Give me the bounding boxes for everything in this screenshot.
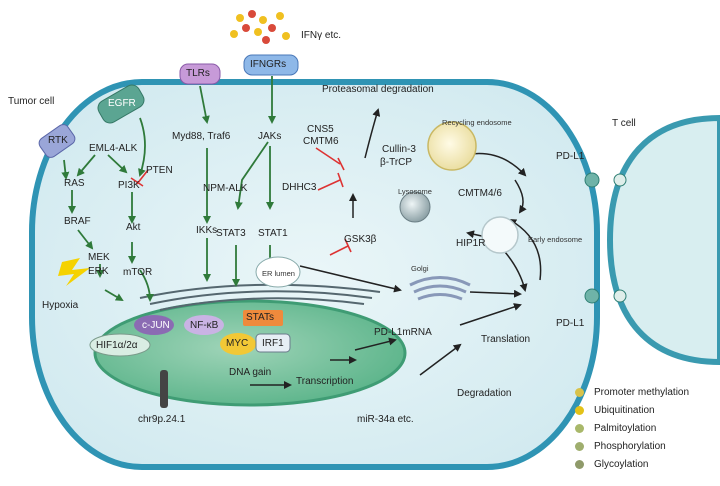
mtor-label: mTOR	[123, 267, 153, 278]
legend-label: Palmitoylation	[594, 423, 657, 434]
recycling-endosome-label: Recycling endosome	[442, 118, 512, 127]
stat3-label: STAT3	[216, 228, 246, 239]
cns5-label: CNS5	[307, 124, 334, 135]
mir-label: miR-34a etc.	[357, 414, 414, 425]
npm-alk-label: NPM-ALK	[203, 183, 248, 194]
legend-item: Palmitoylation	[575, 423, 656, 434]
hif-label: HIF1α/2α	[96, 340, 138, 351]
hypoxia-icon	[58, 258, 90, 286]
t-cell-membrane	[606, 114, 720, 366]
palmitoylation-icon	[575, 423, 584, 433]
myd88-label: Myd88, Traf6	[172, 131, 231, 142]
legend-label: Phosphorylation	[594, 441, 666, 452]
legend-label: Glycoylation	[594, 459, 649, 470]
er-membranes	[139, 283, 381, 311]
hypoxia-label: Hypoxia	[42, 300, 79, 311]
irf1-label: IRF1	[262, 338, 284, 349]
t-cell-label: T cell	[612, 118, 636, 129]
legend-label: Promoter methylation	[594, 387, 690, 398]
mek-label: MEK	[88, 252, 110, 263]
chromosome	[160, 370, 168, 408]
pten-label: PTEN	[146, 165, 173, 176]
glycoylation-icon	[575, 459, 584, 469]
erk-label: ERK	[88, 266, 109, 277]
receptors	[38, 54, 299, 158]
cjun-label: c-JUN	[142, 320, 170, 331]
ubiquitination-icon	[575, 405, 584, 415]
eml4-alk-label: EML4-ALK	[89, 143, 138, 154]
hip1r-label: HIP1R	[456, 238, 486, 249]
braf-label: BRAF	[64, 216, 91, 227]
pi3k-label: PI3K	[118, 180, 140, 191]
golgi	[409, 276, 471, 301]
legend-item: Phosphorylation	[575, 441, 666, 452]
gsk3b-label: GSK3β	[344, 234, 377, 245]
chr-label: chr9p.24.1	[138, 414, 186, 425]
pdl1-bottom-label: PD-L1	[556, 318, 585, 329]
ifngrs-label: IFNGRs	[250, 59, 287, 70]
pdl1-top-label: PD-L1	[556, 151, 585, 162]
cmtm46-label: CMTM4/6	[458, 188, 502, 199]
egfr-label: EGFR	[108, 98, 136, 109]
legend-item: Ubiquitination	[575, 405, 655, 416]
nfkb-label: NF-κB	[190, 320, 219, 331]
pd-l1-receptors	[584, 172, 627, 304]
signaling-arrows	[61, 76, 276, 302]
stats-label: STATs	[246, 312, 274, 323]
early-endosome	[481, 216, 519, 254]
early-endosome-label: Early endosome	[528, 235, 583, 244]
stat1-label: STAT1	[258, 228, 288, 239]
ifng-label: IFNγ etc.	[301, 30, 342, 41]
golgi-label: Golgi	[411, 264, 429, 273]
proteasomal-label: Proteasomal degradation	[322, 84, 434, 95]
pdl1-mrna-label: PD-L1mRNA	[374, 327, 432, 338]
translation-label: Translation	[481, 334, 531, 345]
recycling-endosome	[427, 121, 477, 171]
degradation-label: Degradation	[457, 388, 512, 399]
btrcp-label: β-TrCP	[380, 157, 413, 168]
tumor-cell-label: Tumor cell	[8, 96, 55, 107]
ras-label: RAS	[64, 178, 85, 189]
inhibition-lines	[130, 147, 352, 256]
er-lumen	[255, 256, 301, 288]
ikks-label: IKKs	[196, 225, 218, 236]
nuclear-factors	[89, 310, 291, 357]
rtk-label: RTK	[48, 135, 68, 146]
legend-label: Ubiquitination	[594, 405, 655, 416]
dhhc3-label: DHHC3	[282, 182, 317, 193]
cullin3-label: Cullin-3	[382, 144, 416, 155]
dna-gain-label: DNA gain	[229, 367, 272, 378]
er-lumen-label: ER lumen	[262, 269, 295, 278]
lysosome-label: Lysosome	[398, 187, 432, 196]
tlrs-label: TLRs	[186, 68, 210, 79]
legend-item: Glycoylation	[575, 459, 648, 470]
myc-label: MYC	[226, 338, 249, 349]
promoter-methylation-icon	[575, 387, 584, 397]
ifn-dots	[230, 10, 290, 44]
transcription-label: Transcription	[296, 376, 354, 387]
jaks-label: JAKs	[258, 131, 282, 142]
lysosome	[399, 191, 431, 223]
legend-item: Promoter methylation	[575, 387, 689, 398]
phosphorylation-icon	[575, 441, 584, 451]
akt-label: Akt	[126, 222, 141, 233]
cmtm6-label: CMTM6	[303, 136, 339, 147]
